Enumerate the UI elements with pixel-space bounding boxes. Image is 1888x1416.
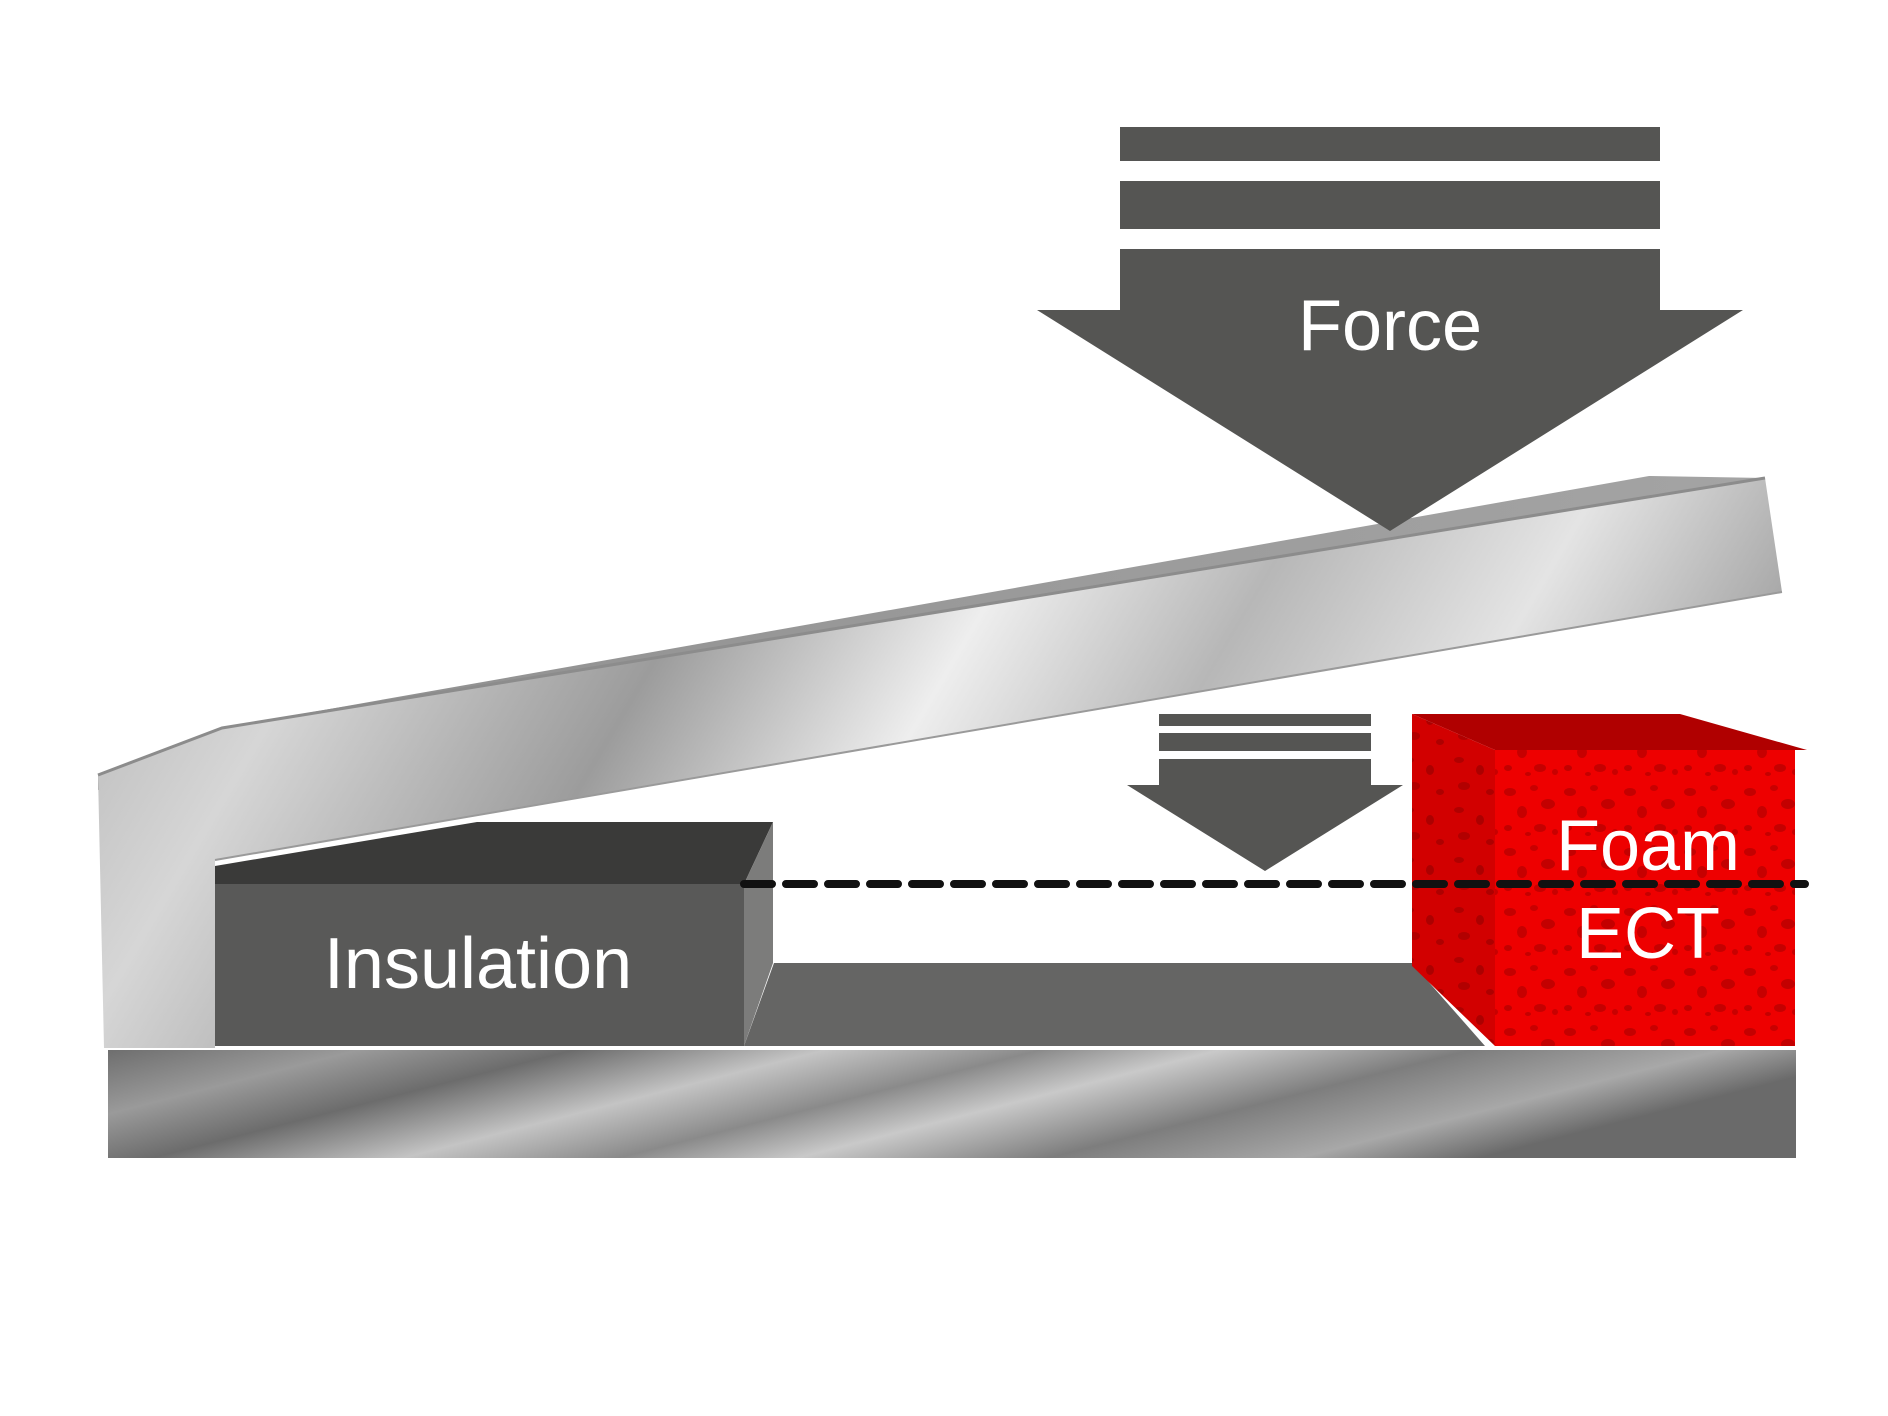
- base-plate: [108, 1050, 1796, 1158]
- large-force-arrow: Force: [1037, 127, 1743, 531]
- compression-gap-fill: [744, 963, 1485, 1046]
- insulation-label: Insulation: [324, 924, 632, 1004]
- insulation-block: Insulation: [215, 822, 773, 1046]
- foam-label-line2: ECT: [1576, 894, 1720, 974]
- foam-label-line1: Foam: [1556, 806, 1740, 886]
- foam-ect-block: Foam ECT: [1412, 714, 1807, 1046]
- lever-bar: [97, 476, 1783, 1048]
- force-label: Force: [1298, 286, 1482, 366]
- small-force-arrow: [1127, 714, 1403, 871]
